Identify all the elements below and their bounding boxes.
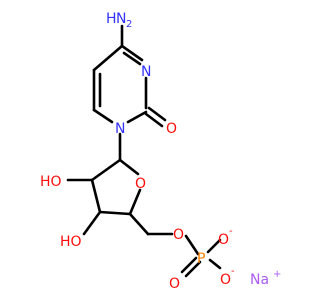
hydroxyl-3: HO: [60, 234, 82, 250]
bond-c5-c4: [92, 44, 124, 72]
molecule-canvas: H N 2 N N O O HO HO O P O O - O - Na +: [40, 11, 281, 292]
phosphoryl-o: O: [169, 276, 180, 292]
bond-c2-n1: [126, 110, 148, 124]
bond-c2prime-c3prime: [90, 178, 102, 214]
bond-p-o-bottom: [208, 258, 222, 270]
bond-c4-n3: [120, 44, 144, 62]
atom-labels: H N 2 N N O O HO HO O P O O - O - Na +: [40, 11, 281, 292]
amine-h: H: [106, 11, 117, 27]
bond-c3prime-oh: [82, 210, 102, 236]
ring-o: O: [135, 176, 146, 192]
minus-top: -: [229, 226, 233, 237]
ring-n3: N: [141, 64, 151, 80]
bond-c4prime-c5prime: [128, 212, 150, 236]
bond-p-o-top: [206, 238, 222, 254]
ring-n1: N: [115, 121, 125, 137]
amine-subscript: 2: [126, 19, 132, 30]
bond-p-o-double: [180, 256, 198, 274]
phosphorus: P: [197, 251, 205, 267]
bond-o-p: [184, 234, 200, 256]
bond-c4-n3-double: [122, 51, 142, 66]
bond-c1prime-c2prime: [90, 158, 122, 182]
bond-o4prime-c4prime: [128, 188, 142, 216]
bond-c1prime-o4prime: [118, 158, 140, 176]
plus-sign: +: [273, 269, 281, 280]
bond-c2-o-double: [147, 106, 167, 122]
anion-o-top: O: [218, 232, 229, 248]
bond-n1-c6: [92, 108, 114, 124]
minus-bottom: -: [231, 266, 235, 277]
hydroxyl-2: HO: [40, 174, 62, 190]
ether-o: O: [173, 227, 184, 243]
carbonyl-o: O: [166, 121, 177, 137]
bond-c2-o: [144, 112, 164, 128]
bond-p-o-double-2: [184, 260, 202, 278]
sodium: Na: [250, 272, 269, 288]
bonds: [66, 24, 222, 278]
anion-o-bottom: O: [220, 272, 231, 288]
molecule-structure: H N 2 N N O O HO HO O P O O - O - Na +: [40, 11, 281, 292]
bond-c3prime-c4prime: [98, 210, 132, 216]
amine-n: N: [116, 11, 126, 27]
